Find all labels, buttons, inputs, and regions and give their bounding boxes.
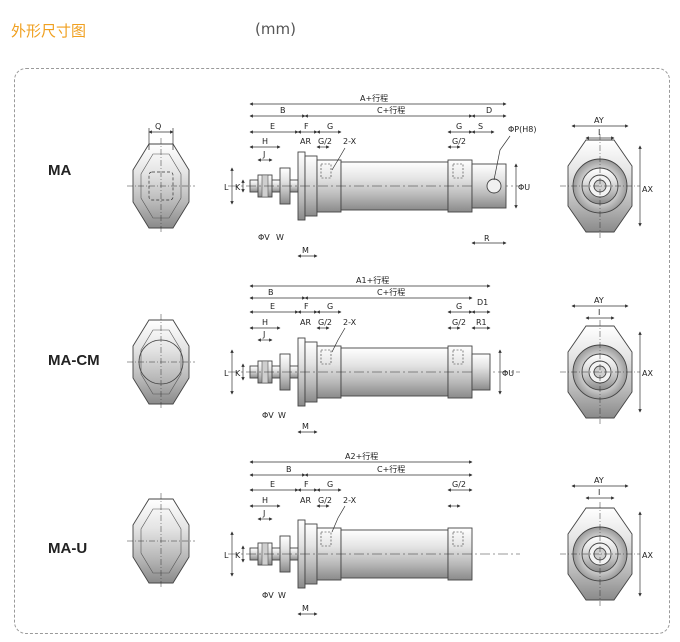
dim-f: F [304, 122, 309, 131]
dim-i: I [598, 308, 600, 317]
dim-ax: AX [642, 551, 653, 560]
ma-u-front-view [126, 492, 196, 590]
ma-cm-dimension-lines [230, 284, 502, 434]
dim-2x: 2-X [343, 496, 357, 505]
dim-ax: AX [642, 369, 653, 378]
ma-cm-front-view [126, 313, 196, 411]
dim-2x: 2-X [343, 137, 357, 146]
dim-c: C+行程 [377, 287, 405, 297]
dim-i: I [598, 128, 600, 137]
drawing-frame [14, 68, 670, 634]
dim-k: K [235, 183, 241, 192]
dim-m: M [302, 422, 309, 431]
dim-g: G [327, 122, 333, 131]
dim-c: C+行程 [377, 105, 405, 115]
dim-v: ΦV [262, 411, 274, 420]
dim-a1: A1+行程 [356, 275, 389, 285]
dim-u: ΦU [518, 183, 530, 192]
model-label-ma-u: MA-U [48, 540, 88, 557]
ma-u-end-view: AY I AX [559, 476, 653, 607]
dim-d: D [486, 106, 492, 115]
ma-cm-end-view: AY I AX [559, 296, 653, 425]
page-title: 外形尺寸图 [11, 22, 87, 40]
ma-u-side-view [227, 519, 521, 589]
dim-h: H [262, 496, 268, 505]
dim-w: W [276, 233, 284, 242]
dim-ar: AR [300, 318, 311, 327]
dim-b: B [286, 465, 292, 474]
ma-u-dimension-lines [230, 460, 473, 616]
dim-k: K [235, 369, 241, 378]
dim-h: H [262, 137, 268, 146]
dim-g: G [327, 302, 333, 311]
dim-ay: AY [594, 116, 604, 125]
ma-dimension-text: A+行程 C+行程 B D E F G G S H J AR G/2 2-X G… [224, 93, 536, 255]
dim-e: E [270, 480, 275, 489]
dim-l: L [224, 183, 229, 192]
dim-f: F [304, 480, 309, 489]
dim-d1: D1 [477, 298, 488, 307]
dim-a2: A2+行程 [345, 451, 378, 461]
dim-b: B [268, 288, 274, 297]
dim-w: W [278, 591, 286, 600]
dim-l: L [224, 369, 229, 378]
dim-w: W [278, 411, 286, 420]
dim-c: C+行程 [377, 464, 405, 474]
dim-u: ΦU [502, 369, 514, 378]
dim-j: J [262, 509, 265, 518]
dim-h: H [262, 318, 268, 327]
dim-j: J [262, 150, 265, 159]
dim-e: E [270, 122, 275, 131]
ma-front-view: Q [126, 122, 196, 235]
dim-j: J [262, 330, 265, 339]
dim-g2: G/2 [318, 137, 332, 146]
dim-i: I [598, 488, 600, 497]
dim-ay: AY [594, 296, 604, 305]
ma-dimension-lines [230, 102, 518, 258]
dim-ax: AX [642, 185, 653, 194]
dim-g2-rear: G/2 [452, 137, 466, 146]
dim-e: E [270, 302, 275, 311]
dim-g2: G/2 [318, 318, 332, 327]
ma-u-dimension-text: A2+行程 C+行程 B E F G H J AR G/2 2-X G/2 L … [224, 451, 466, 613]
dim-v: ΦV [258, 233, 270, 242]
dim-q: Q [155, 122, 161, 131]
dim-g: G [327, 480, 333, 489]
dim-g-rear: G [456, 122, 462, 131]
ma-cm-dimension-text: A1+行程 C+行程 B D1 E F G G H J AR G/2 2-X G… [224, 275, 514, 431]
dim-ay: AY [594, 476, 604, 485]
dim-m: M [302, 604, 309, 613]
dim-v: ΦV [262, 591, 274, 600]
dim-b: B [280, 106, 286, 115]
ma-side-view [227, 151, 521, 221]
dim-g2-rear: G/2 [452, 318, 466, 327]
dim-m: M [302, 246, 309, 255]
model-label-ma-cm: MA-CM [48, 352, 100, 369]
dim-ar: AR [300, 137, 311, 146]
model-label-ma: MA [48, 162, 72, 179]
unit-label: (mm) [255, 20, 296, 38]
dim-l: L [224, 551, 229, 560]
dim-r1: R1 [476, 318, 487, 327]
dim-2x: 2-X [343, 318, 357, 327]
dim-k: K [235, 551, 241, 560]
ma-cm-side-view [227, 337, 521, 407]
dim-g2: G/2 [318, 496, 332, 505]
dim-r: R [484, 234, 490, 243]
ma-end-view: AY I AX [559, 116, 653, 239]
dim-a: A+行程 [360, 93, 388, 103]
dim-s: S [478, 122, 483, 131]
dim-g-rear: G [456, 302, 462, 311]
dim-p: ΦP(H8) [508, 125, 536, 134]
dim-f: F [304, 302, 309, 311]
dim-ar: AR [300, 496, 311, 505]
dim-g2-rear: G/2 [452, 480, 466, 489]
